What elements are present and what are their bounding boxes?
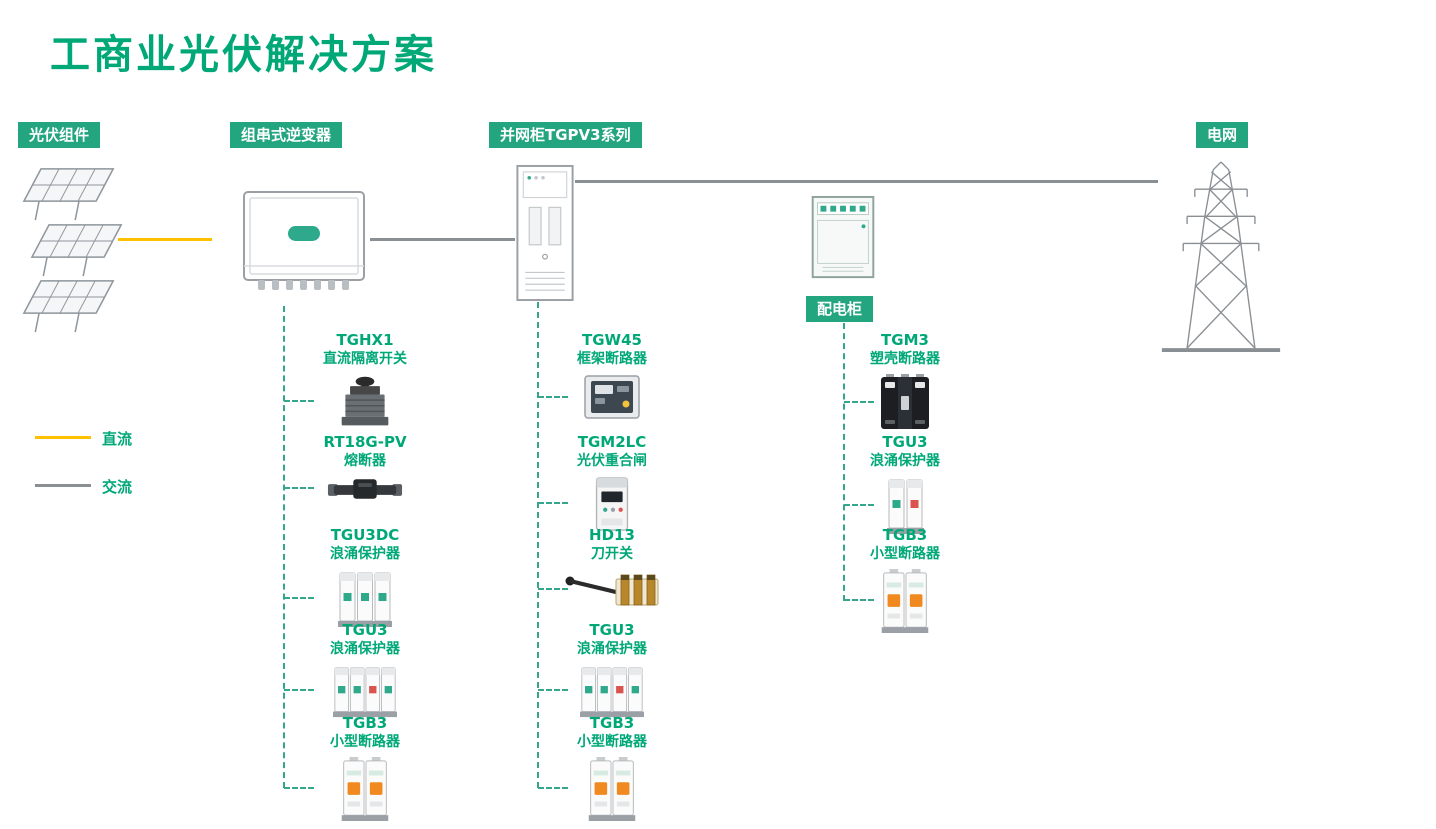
product-desc: 浪涌保护器 <box>870 453 940 469</box>
product-tgu3: TGU3 浪涌保护器 <box>542 621 682 719</box>
distribution-cabinet-icon <box>810 195 876 283</box>
string-inverter-icon <box>238 186 370 298</box>
ac-grid-line <box>575 180 1158 183</box>
branch-stub <box>284 597 314 599</box>
product-desc: 小型断路器 <box>330 734 400 750</box>
product-tgu3: TGU3 浪涌保护器 <box>835 433 975 536</box>
product-desc: 浪涌保护器 <box>330 641 400 657</box>
branch-stub <box>844 599 874 601</box>
branch-stub <box>538 787 568 789</box>
product-tgb3: TGB3 小型断路器 <box>542 714 682 821</box>
surge-protector-icon <box>580 664 644 719</box>
badge-dist-cabinet: 配电柜 <box>806 296 874 322</box>
inverter-branch-line <box>283 306 285 788</box>
product-model: TGHX1 <box>336 331 394 349</box>
ac-connection-line <box>370 238 515 241</box>
legend-ac-swatch <box>35 484 91 487</box>
product-model: HD13 <box>589 526 635 544</box>
mini-circuit-breaker-icon <box>881 569 929 633</box>
product-model: TGB3 <box>342 714 388 732</box>
solar-panel-icon <box>30 221 125 280</box>
product-model: TGU3 <box>589 621 635 639</box>
dc-connection-line <box>118 238 212 241</box>
product-tgu3dc: TGU3DC 浪涌保护器 <box>295 526 435 629</box>
branch-stub <box>844 401 874 403</box>
branch-stub <box>284 787 314 789</box>
product-model: TGM3 <box>881 331 929 349</box>
product-model: TGB3 <box>589 714 635 732</box>
dist-cabinet-branch-line <box>843 323 845 601</box>
badge-string-inverter: 组串式逆变器 <box>230 122 343 148</box>
product-model: RT18G-PV <box>323 433 407 451</box>
product-tgu3: TGU3 浪涌保护器 <box>295 621 435 719</box>
product-model: TGB3 <box>882 526 928 544</box>
product-tgw45: TGW45 框架断路器 <box>542 331 682 422</box>
pv-recloser-icon <box>592 476 632 532</box>
product-desc: 直流隔离开关 <box>323 351 407 367</box>
branch-stub <box>284 487 314 489</box>
badge-grid: 电网 <box>1196 122 1249 148</box>
branch-stub <box>284 689 314 691</box>
product-tghx1: TGHX1 直流隔离开关 <box>295 331 435 430</box>
grid-cabinet-icon <box>515 164 575 302</box>
product-model: TGW45 <box>582 331 642 349</box>
product-tgb3: TGB3 小型断路器 <box>295 714 435 821</box>
fuse-icon <box>326 476 404 502</box>
air-circuit-breaker-icon <box>583 374 641 422</box>
product-desc: 刀开关 <box>591 546 633 562</box>
legend-ac-label: 交流 <box>102 478 133 496</box>
product-desc: 框架断路器 <box>577 351 647 367</box>
product-model: TGU3 <box>882 433 928 451</box>
legend-dc-swatch <box>35 436 91 439</box>
solar-panel-icon <box>22 165 117 224</box>
transmission-tower-icon <box>1158 158 1284 356</box>
mini-circuit-breaker-icon <box>588 757 636 821</box>
product-hd13: HD13 刀开关 <box>542 526 682 611</box>
badge-pv-modules: 光伏组件 <box>18 122 101 148</box>
grid-cabinet-branch-line <box>537 302 539 788</box>
solar-panel-icon <box>22 277 117 336</box>
branch-stub <box>844 504 874 506</box>
product-desc: 小型断路器 <box>870 546 940 562</box>
mini-circuit-breaker-icon <box>341 757 389 821</box>
product-model: TGU3 <box>342 621 388 639</box>
product-desc: 小型断路器 <box>577 734 647 750</box>
legend-dc-label: 直流 <box>102 430 133 448</box>
branch-stub <box>538 502 568 504</box>
product-model: TGM2LC <box>577 433 647 451</box>
molded-case-breaker-icon <box>878 374 932 432</box>
badge-grid-cabinet: 并网柜TGPV3系列 <box>489 122 642 148</box>
product-rt18g-pv: RT18G-PV 熔断器 <box>295 433 435 502</box>
product-desc: 熔断器 <box>344 453 386 469</box>
surge-protector-icon <box>338 569 392 629</box>
product-desc: 光伏重合闸 <box>577 453 647 469</box>
branch-stub <box>538 588 568 590</box>
knife-switch-icon <box>564 569 660 611</box>
dc-isolator-icon <box>336 374 394 430</box>
product-desc: 浪涌保护器 <box>577 641 647 657</box>
branch-stub <box>538 689 568 691</box>
product-tgb3: TGB3 小型断路器 <box>835 526 975 633</box>
product-model: TGU3DC <box>330 526 400 544</box>
product-tgm2lc: TGM2LC 光伏重合闸 <box>542 433 682 532</box>
product-desc: 塑壳断路器 <box>870 351 940 367</box>
product-tgm3: TGM3 塑壳断路器 <box>835 331 975 432</box>
surge-protector-icon <box>333 664 397 719</box>
page-title: 工商业光伏解决方案 <box>50 32 437 78</box>
product-desc: 浪涌保护器 <box>330 546 400 562</box>
branch-stub <box>538 396 568 398</box>
branch-stub <box>284 400 314 402</box>
